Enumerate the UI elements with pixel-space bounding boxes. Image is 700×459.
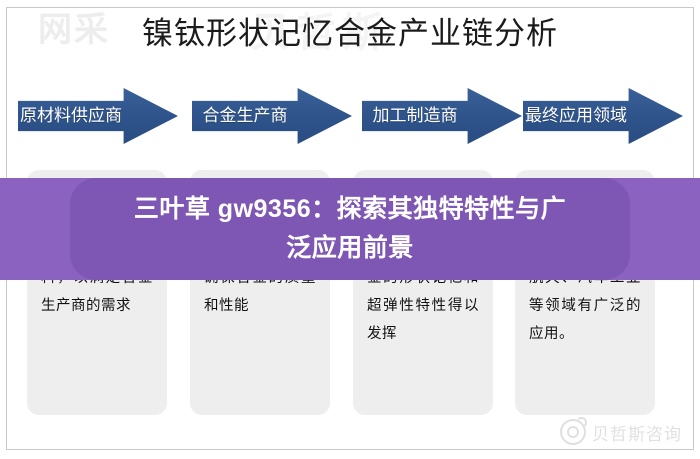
overlay-banner-plate	[70, 178, 630, 280]
background-watermark: 网采	[38, 12, 110, 49]
chain-stage-4-label: 最终应用领域	[525, 106, 627, 125]
weibo-eye-icon	[560, 417, 587, 445]
overlay-headline-line-1: 三叶草 gw9356：探索其独特特性与广	[133, 195, 567, 223]
chain-stage-4: 最终应用领域	[523, 88, 683, 144]
chain-stage-1-label: 原材料供应商	[20, 106, 122, 125]
weibo-watermark-text: 贝哲斯咨询	[592, 424, 682, 444]
value-chain-arrow-row: 原材料供应商 合金生产商 加工制造商 最终应用领域	[0, 88, 700, 144]
page-title: 镍钛形状记忆合金产业链分析	[142, 16, 558, 51]
chain-stage-2: 合金生产商	[192, 88, 352, 144]
background-watermark-secondary: 贝哲斯	[250, 10, 388, 55]
overlay-headline-line-2: 泛应用前景	[286, 234, 414, 262]
weibo-watermark: 贝哲斯咨询	[560, 417, 682, 445]
overlay-headline: 三叶草 gw9356：探索其独特特性与广 泛应用前景	[0, 178, 700, 280]
overlay-banner	[0, 178, 700, 280]
chain-stage-1: 原材料供应商	[18, 88, 178, 144]
chain-stage-3: 加工制造商	[362, 88, 522, 144]
chain-stage-3-label: 加工制造商	[372, 106, 458, 125]
chain-stage-2-label: 合金生产商	[202, 106, 288, 125]
